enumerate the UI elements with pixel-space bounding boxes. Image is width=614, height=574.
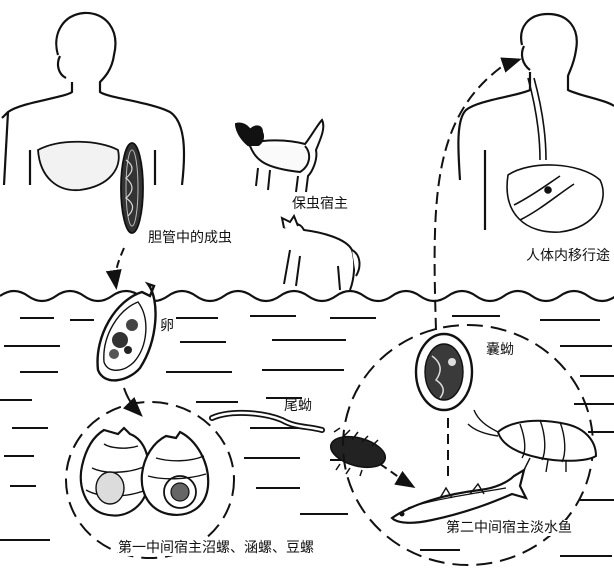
label-migration-in-body: 人体内移行途 — [526, 248, 610, 264]
digestive-tract-right — [507, 78, 603, 232]
shrimp-icon — [468, 410, 596, 472]
arrow-egg-to-snail — [124, 388, 140, 414]
fish-icon — [392, 470, 526, 523]
dog-icon — [236, 120, 323, 192]
label-metacercaria: 囊蚴 — [486, 342, 514, 358]
snail-icon — [81, 428, 149, 516]
arrow-cercaria-to-fish — [380, 464, 412, 486]
metacercaria-icon — [416, 334, 472, 410]
arrow-metacercaria-to-human — [435, 60, 518, 330]
arrow-adult-to-egg — [115, 248, 124, 286]
human-torso-right — [458, 14, 614, 230]
cat-icon — [282, 216, 359, 290]
water-surface — [0, 291, 614, 301]
cercaria-icon — [212, 413, 389, 476]
label-cercaria: 尾蚴 — [284, 398, 312, 414]
lifecycle-arrows — [115, 60, 518, 486]
label-adult-in-bile-duct: 胆管中的成虫 — [148, 230, 232, 246]
label-egg: 卵 — [160, 318, 174, 334]
label-reservoir-host: 保虫宿主 — [292, 196, 348, 212]
adult-worm-in-bile-duct — [121, 143, 143, 233]
label-second-intermediate-host: 第二中间宿主淡水鱼 — [446, 520, 572, 536]
label-first-intermediate-host: 第一中间宿主沼螺、涵螺、豆螺 — [118, 540, 314, 556]
snail-icon — [142, 432, 208, 515]
liver-left — [38, 142, 119, 190]
